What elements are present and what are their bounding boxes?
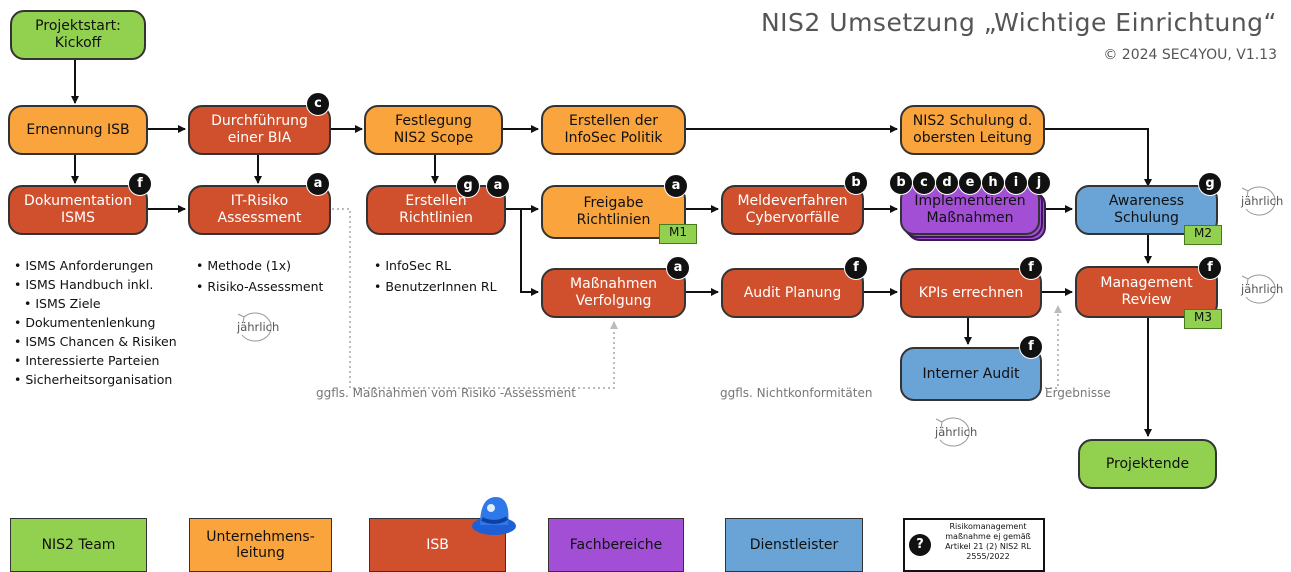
node-meldeverfahren: Meldeverfahren Cybervorfälle	[721, 185, 864, 235]
legend-fachbereiche: Fachbereiche	[548, 518, 684, 572]
list-item: InfoSec RL	[374, 255, 497, 276]
hat-icon	[470, 493, 518, 539]
list-item-continuation: ISMS Ziele	[35, 296, 101, 311]
node-projektende: Projektende	[1078, 439, 1217, 489]
cycle-icon-review: jährlich	[1238, 273, 1286, 307]
badge-doku-isms: f	[128, 172, 152, 196]
badge-impl-d: d	[935, 171, 959, 195]
milestone-m3: M3	[1184, 309, 1222, 329]
copyright-subtitle: © 2024 SEC4YOU, V1.13	[1103, 47, 1277, 63]
badge-impl-c: c	[912, 171, 936, 195]
badge-freigabe: a	[664, 174, 688, 198]
node-scope: Festlegung NIS2 Scope	[364, 105, 503, 155]
badge-awareness: g	[1198, 172, 1222, 196]
milestone-m1: M1	[659, 224, 697, 244]
list-item: ISMS Anforderungen	[14, 256, 177, 275]
badge-impl-h: h	[981, 171, 1005, 195]
dotted-audit-review	[1040, 305, 1062, 389]
cycle-icon-awareness: jährlich	[1238, 185, 1286, 219]
cycle-label: jährlich	[1241, 282, 1284, 296]
node-doku-isms: Dokumentation ISMS	[8, 185, 148, 235]
question-icon: ?	[909, 534, 931, 556]
note-risiko-massnahmen: ggfls. Maßnahmen vom Risiko -Assessment	[316, 386, 576, 400]
risiko-list: Methode (1x) Risiko-Assessment	[196, 255, 323, 297]
node-projektstart: Projektstart: Kickoff	[10, 10, 146, 60]
list-item: ISMS Chancen & Risiken	[14, 332, 176, 351]
badge-meldeverfahren: b	[844, 171, 868, 195]
badge-interner-audit: f	[1019, 335, 1043, 359]
arrow-schulung-awareness	[1044, 128, 1152, 187]
node-kpis: KPIs errechnen	[900, 268, 1042, 318]
badge-kpis: f	[1019, 256, 1043, 280]
node-it-risiko: IT-Risiko Assessment	[188, 185, 331, 235]
cycle-label: jährlich	[237, 320, 280, 334]
cycle-label: jährlich	[1241, 194, 1284, 208]
node-bia: Durchführung einer BIA	[188, 105, 331, 155]
node-richtlinien: Erstellen Richtlinien	[366, 185, 506, 235]
legend-dienstleister: Dienstleister	[725, 518, 863, 572]
list-item: ISMS Ziele	[14, 294, 177, 313]
badge-mgmt-review: f	[1198, 256, 1222, 280]
badge-bia: c	[306, 92, 330, 116]
legend-unternehmensleitung: Unternehmens- leitung	[189, 518, 332, 572]
badge-audit-planung: f	[844, 256, 868, 280]
note-nichtkonformitaeten: ggfls. Nichtkonformitäten	[720, 386, 873, 400]
milestone-m2: M2	[1184, 225, 1222, 245]
node-infosec-politik: Erstellen der InfoSec Politik	[541, 105, 686, 155]
badge-richtlinien-a: a	[486, 174, 510, 198]
legend-nis2-team: NIS2 Team	[10, 518, 147, 572]
badge-massnahmen: a	[666, 256, 690, 280]
badge-it-risiko: a	[306, 172, 330, 196]
cycle-icon-risiko: jährlich	[234, 311, 282, 345]
richtlinien-list: InfoSec RL BenutzerInnen RL	[374, 255, 497, 297]
node-freigabe: Freigabe Richtlinien	[541, 185, 686, 239]
badge-impl-j: j	[1027, 171, 1051, 195]
cycle-label: jährlich	[935, 425, 978, 439]
node-interner-audit: Interner Audit	[900, 347, 1042, 401]
node-schulung-leitung: NIS2 Schulung d. obersten Leitung	[900, 105, 1045, 155]
list-item: ISMS Handbuch inkl.	[14, 275, 177, 294]
isms-list: ISMS Anforderungen ISMS Handbuch inkl. I…	[14, 256, 177, 389]
node-massnahmen: Maßnahmen Verfolgung	[541, 268, 686, 318]
risk-box-text: Risikomanagement maßnahme ej gemäß Artik…	[945, 522, 1031, 561]
page-title: NIS2 Umsetzung „Wichtige Einrichtung“	[760, 8, 1277, 37]
badge-impl-e: e	[958, 171, 982, 195]
list-item: Methode (1x)	[196, 255, 323, 276]
arrow-richtlinien-massnahmen	[505, 208, 539, 296]
badge-impl-i: i	[1004, 171, 1028, 195]
badge-richtlinien-g: g	[456, 174, 480, 198]
node-ernennung-isb: Ernennung ISB	[8, 105, 148, 155]
list-item: BenutzerInnen RL	[374, 276, 496, 297]
legend-risk-box: ? Risikomanagement maßnahme ej gemäß Art…	[903, 518, 1045, 572]
node-audit-planung: Audit Planung	[721, 268, 864, 318]
cycle-icon-audit: jährlich	[932, 416, 980, 450]
list-item: Dokumentenlenkung	[14, 313, 177, 332]
note-ergebnisse: Ergebnisse	[1045, 386, 1111, 400]
list-item: Interessierte Parteien	[14, 351, 177, 370]
badge-impl-b: b	[889, 171, 913, 195]
list-item: Risiko-Assessment	[196, 276, 323, 297]
list-item: Sicherheitsorganisation	[14, 370, 177, 389]
node-awareness: Awareness Schulung	[1075, 185, 1218, 235]
dotted-risiko-massnahmen	[332, 208, 618, 389]
